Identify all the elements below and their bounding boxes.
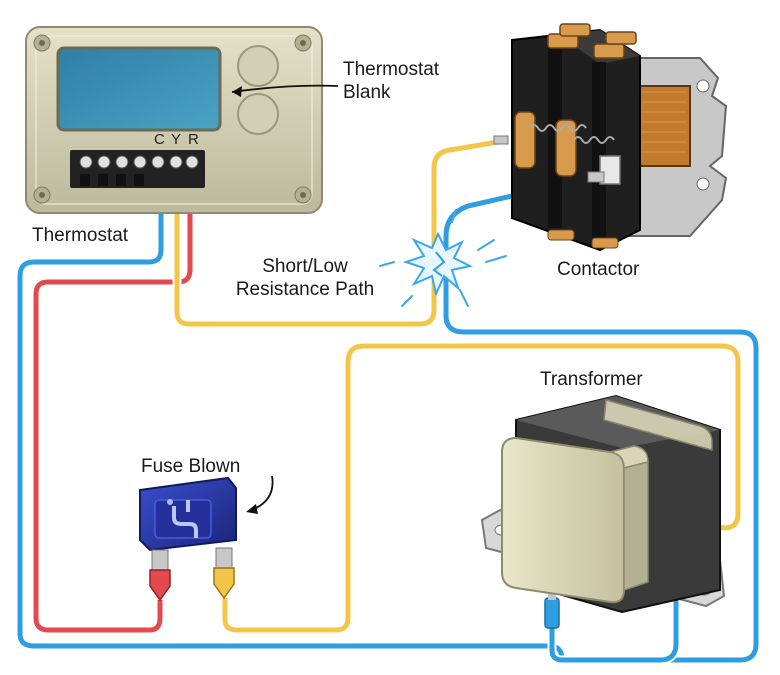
terminal-label-y: Y [171,131,182,148]
transformer-label: Transformer [540,369,643,390]
thermostat-button-top [237,45,279,87]
contactor-label: Contactor [557,259,640,280]
thermostat-device [25,26,323,214]
thermostat-screen [56,46,222,132]
contactor-device [511,23,728,252]
spark-icon [379,209,507,307]
yellow-wire-transformer [220,341,743,635]
transformer-device [480,394,726,614]
fuse-blown-label: Fuse Blown [141,456,241,477]
red-wire [31,178,195,635]
thermostat-blank-label: Thermostat Blank [343,59,440,103]
terminal-label-r: R [188,131,199,148]
short-path-label: Short/Low Resistance Path [235,256,375,300]
thermostat-blank-arrow [231,84,339,93]
thermostat-label: Thermostat [32,225,129,246]
fuse-icon [139,476,237,602]
yellow-wire-y [172,137,499,329]
terminal-label-c: C [154,131,165,148]
crimp-connector [544,592,560,629]
thermostat-button-bottom [237,93,279,135]
